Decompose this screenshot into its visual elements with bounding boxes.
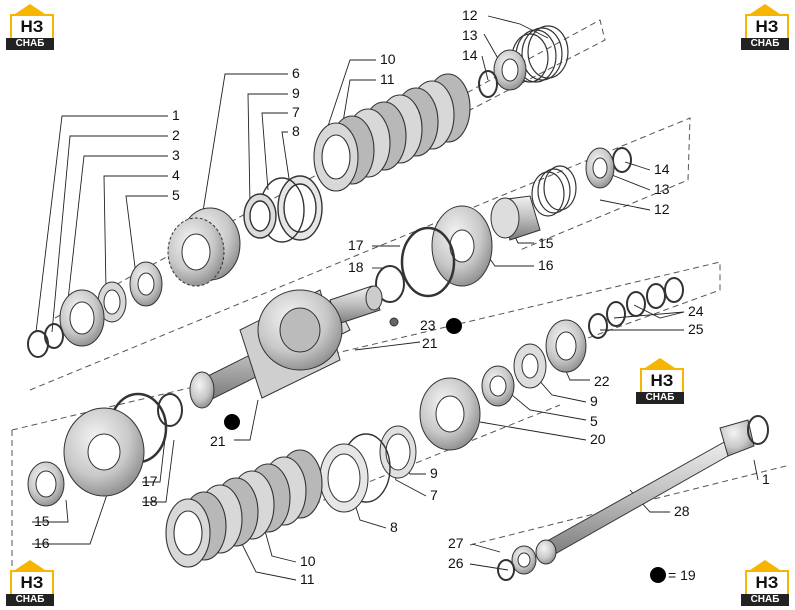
callout: 17	[142, 473, 158, 489]
logo-mark: НЗ	[745, 14, 789, 40]
callout: 23	[420, 317, 436, 333]
logo-center: НЗ СНАБ	[636, 358, 684, 404]
callout: 26	[448, 555, 464, 571]
callout: 13	[462, 27, 478, 43]
long-shaft	[497, 415, 769, 581]
callout: 8	[390, 519, 398, 535]
logo-mark: НЗ	[745, 570, 789, 596]
callout: 14	[654, 161, 670, 177]
callout: 21	[422, 335, 438, 351]
logo-mark: НЗ	[10, 14, 54, 40]
callout: 1	[172, 107, 180, 123]
logo-tag: СНАБ	[741, 594, 789, 606]
piston-assembly	[375, 147, 632, 303]
kit-dot-21	[224, 414, 240, 430]
spring-pack-top	[478, 25, 569, 98]
callout: 17	[348, 237, 364, 253]
clutch-discs-top	[313, 73, 471, 192]
callout: 5	[590, 413, 598, 429]
callout: 21	[210, 433, 226, 449]
callout: 28	[674, 503, 690, 519]
kit-markers	[224, 318, 666, 583]
logo-bottom-right: НЗ СНАБ	[741, 560, 789, 606]
callout: 7	[292, 104, 300, 120]
logo-tag: СНАБ	[6, 594, 54, 606]
callout: 16	[538, 257, 554, 273]
logo-bottom-left: НЗ СНАБ	[6, 560, 54, 606]
pressure-plates-top	[243, 175, 323, 243]
legend-dot	[650, 567, 666, 583]
callout: 6	[292, 65, 300, 81]
callout: 15	[34, 513, 50, 529]
bearing-stack-left	[27, 261, 163, 358]
main-shaft	[189, 285, 399, 409]
legend-text: = 19	[668, 567, 696, 583]
callout-labels: 12 13 14 10 11 6 9 7 8 1 2 3 4 5 14 13 1…	[34, 7, 770, 587]
callout: 22	[594, 373, 610, 389]
logo-mark: НЗ	[10, 570, 54, 596]
callout: 10	[380, 51, 396, 67]
callout: 27	[448, 535, 464, 551]
callout: 13	[654, 181, 670, 197]
callout: 15	[538, 235, 554, 251]
callout: 18	[348, 259, 364, 275]
logo-tag: СНАБ	[6, 38, 54, 50]
callout: 7	[430, 487, 438, 503]
callout: 24	[688, 303, 704, 319]
callout: 9	[430, 465, 438, 481]
callout: 12	[654, 201, 670, 217]
callout: 8	[292, 123, 300, 139]
callout: 3	[172, 147, 180, 163]
logo-tag: СНАБ	[741, 38, 789, 50]
callout: 4	[172, 167, 180, 183]
gear-top	[167, 207, 241, 287]
clutch-discs-bottom	[165, 449, 323, 568]
logo-tag: СНАБ	[636, 392, 684, 404]
callout: 2	[172, 127, 180, 143]
callout: 10	[300, 553, 316, 569]
callout: 11	[300, 571, 315, 587]
callout: 11	[380, 71, 395, 87]
callout: 25	[688, 321, 704, 337]
logo-top-right: НЗ СНАБ	[741, 4, 789, 50]
kit-dot-23	[446, 318, 462, 334]
logo-top-left: НЗ СНАБ	[6, 4, 54, 50]
callout: 12	[462, 7, 478, 23]
logo-mark: НЗ	[640, 368, 684, 394]
callout: 16	[34, 535, 50, 551]
callout: 14	[462, 47, 478, 63]
callout: 9	[292, 85, 300, 101]
pressure-plates-bottom	[319, 425, 417, 513]
callout: 1	[762, 471, 770, 487]
callout: 20	[590, 431, 606, 447]
callout: 18	[142, 493, 158, 509]
shaft-components-right	[419, 277, 684, 451]
lower-left-components	[27, 392, 183, 507]
callout: 9	[590, 393, 598, 409]
callout: 5	[172, 187, 180, 203]
